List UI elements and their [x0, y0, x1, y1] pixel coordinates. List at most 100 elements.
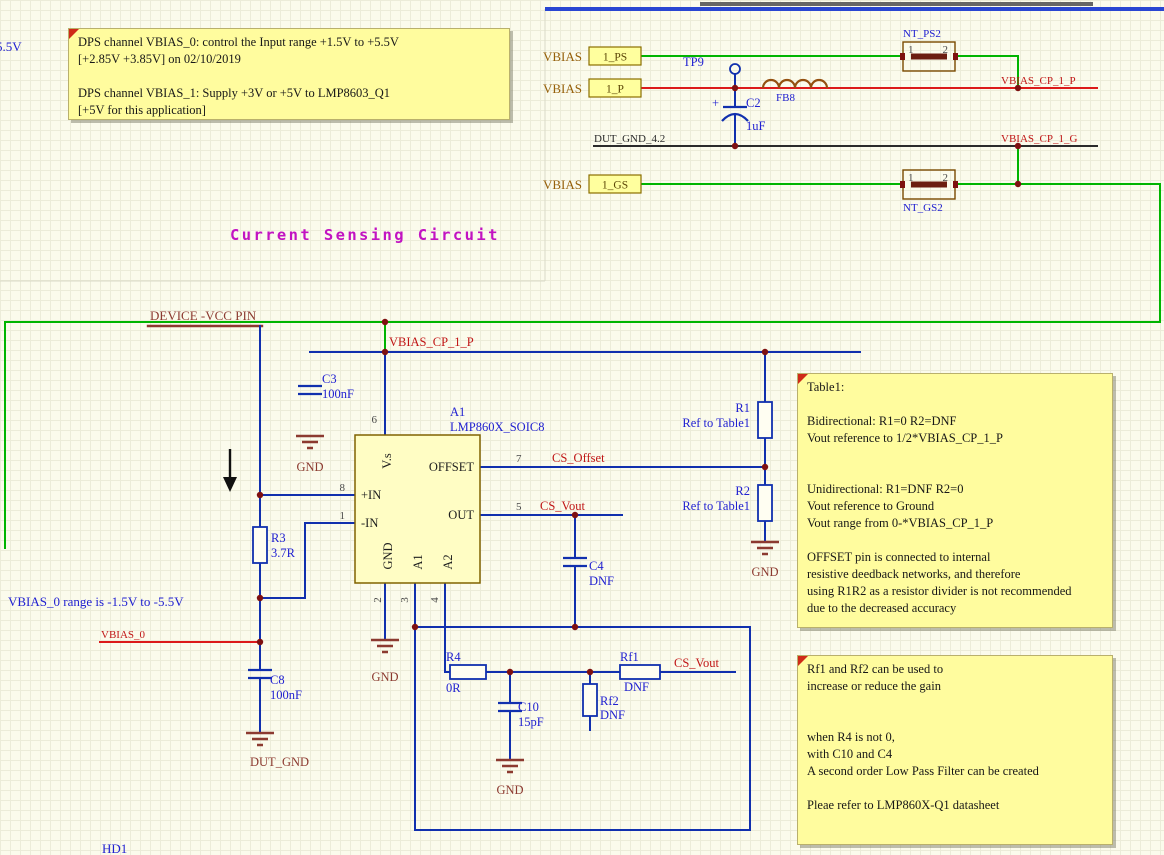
gnd-symbol-r2[interactable]	[751, 540, 779, 556]
port-vbias-1gs[interactable]: VBIAS 1_GS	[543, 174, 642, 194]
c10-plates[interactable]	[498, 701, 522, 713]
tp9-testpoint-circle[interactable]	[729, 63, 741, 75]
nt-ps2-designator[interactable]: NT_PS2	[903, 28, 941, 40]
c10-designator[interactable]: C10	[518, 700, 539, 714]
c10-value[interactable]: 15pF	[518, 715, 544, 729]
junction-dot	[571, 623, 579, 631]
net-label-vbias-cp-1-p[interactable]: VBIAS_CP_1_P	[1001, 75, 1076, 87]
resistor-r1-body[interactable]	[757, 401, 773, 439]
net-tie-nt-gs2[interactable]: 1 2 NT_GS2	[900, 169, 958, 214]
gnd-symbol-c10[interactable]	[496, 758, 524, 774]
junction-dot	[256, 594, 264, 602]
gnd-label-pin2[interactable]: GND	[371, 670, 398, 684]
r3-designator[interactable]: R3	[271, 531, 286, 545]
wire-vbias-1gs-loop[interactable]	[4, 183, 1161, 549]
arrow-head-icon	[223, 477, 237, 492]
ic-part-number[interactable]: LMP860X_SOIC8	[450, 420, 544, 434]
top-bus-lines	[545, 2, 1164, 11]
c2-value[interactable]: 1uF	[746, 119, 766, 133]
dut-gnd-label[interactable]: DUT_GND	[250, 755, 309, 769]
c8-plates[interactable]	[248, 668, 272, 680]
nt-ps2-pin2: 2	[943, 44, 949, 56]
gnd-symbol-pin2[interactable]	[371, 638, 399, 654]
rf1-value[interactable]: DNF	[624, 680, 649, 694]
net-label-cs-vout[interactable]: CS_Vout	[540, 499, 585, 513]
ic-pin-num-8: 8	[340, 482, 346, 494]
net-label-cs-vout-feedback[interactable]: CS_Vout	[674, 656, 719, 670]
capacitor-plates	[248, 105, 749, 713]
nt-gs2-pin2: 2	[943, 172, 949, 184]
resistor-rf2-body[interactable]	[582, 683, 598, 717]
port-vbias-1ps[interactable]: VBIAS 1_PS	[543, 46, 642, 66]
port-box[interactable]	[588, 174, 642, 194]
r4-value[interactable]: 0R	[446, 681, 461, 695]
r1-designator[interactable]: R1	[735, 401, 750, 415]
junction-dot	[1014, 84, 1022, 92]
r2-designator[interactable]: R2	[735, 484, 750, 498]
net-label-vbias-0[interactable]: VBIAS_0	[101, 629, 146, 641]
edge-label-hd1[interactable]: HD1	[102, 841, 127, 855]
fb8-ferrite-bead[interactable]	[761, 78, 829, 89]
rf1-designator[interactable]: Rf1	[620, 650, 639, 664]
c2-plate-bottom[interactable]	[721, 112, 749, 122]
power-port-device-vcc[interactable]: DEVICE -VCC PIN	[150, 308, 257, 323]
ic-a1-body[interactable]	[354, 434, 481, 584]
net-label-vbias-cp-1-g[interactable]: VBIAS_CP_1_G	[1001, 133, 1077, 145]
r1-value[interactable]: Ref to Table1	[682, 416, 750, 430]
gnd-label-r2[interactable]: GND	[751, 565, 778, 579]
port-box[interactable]	[588, 46, 642, 66]
net-label-vbias-cp-1-p-rail[interactable]: VBIAS_CP_1_P	[389, 335, 474, 349]
c8-value[interactable]: 100nF	[270, 688, 302, 702]
net-label-dut-gnd-4-2[interactable]: DUT_GND_4.2	[594, 133, 665, 145]
resistor-rf1-body[interactable]	[619, 664, 661, 680]
junction-dot	[761, 348, 769, 356]
dut-gnd-symbol-c8[interactable]	[246, 731, 274, 747]
note-table1[interactable]: Table1: Bidirectional: R1=0 R2=DNF Vout …	[797, 373, 1113, 628]
ic-pin-name-offset: OFFSET	[429, 460, 475, 474]
port-vbias-1p[interactable]: VBIAS 1_P	[543, 78, 642, 98]
c2-designator[interactable]: C2	[746, 96, 761, 110]
c4-plates[interactable]	[563, 556, 587, 568]
port-name-label: 1_PS	[603, 52, 627, 64]
junction-dot	[256, 491, 264, 499]
r2-value[interactable]: Ref to Table1	[682, 499, 750, 513]
wire-vbias-1ps-tie[interactable]	[954, 55, 1019, 89]
wire-feedback-loop[interactable]	[414, 582, 751, 831]
c3-plates[interactable]	[298, 384, 322, 396]
vbias0-range-note: VBIAS_0 range is -1.5V to -5.5V	[8, 594, 184, 609]
ic-pin-num-6: 6	[372, 414, 378, 426]
junction-dot	[731, 84, 739, 92]
gnd-label-c10[interactable]: GND	[496, 783, 523, 797]
resistor-r4-body[interactable]	[449, 664, 487, 680]
fb8-designator[interactable]: FB8	[776, 92, 795, 104]
c3-designator[interactable]: C3	[322, 372, 337, 386]
ic-pin-name-in-plus: +IN	[361, 488, 381, 502]
wire-in-minus[interactable]	[259, 522, 356, 599]
r3-value[interactable]: 3.7R	[271, 546, 296, 560]
nt-gs2-designator[interactable]: NT_GS2	[903, 202, 943, 214]
ic-pin-name-in-minus: -IN	[361, 516, 378, 530]
resistor-r2-body[interactable]	[757, 484, 773, 522]
ic-pin-num-3: 3	[399, 597, 411, 603]
ic-pin-name-a1: A1	[411, 554, 425, 569]
port-box[interactable]	[588, 78, 642, 98]
r4-designator[interactable]: R4	[446, 650, 461, 664]
resistor-r3-body[interactable]	[252, 526, 268, 564]
gnd-symbols	[246, 434, 779, 774]
rf2-designator[interactable]: Rf2	[600, 694, 619, 708]
rf2-value[interactable]: DNF	[600, 708, 625, 722]
tp9-designator[interactable]: TP9	[683, 55, 704, 69]
note-gain-filter[interactable]: Rf1 and Rf2 can be used to increase or r…	[797, 655, 1113, 845]
c8-designator[interactable]: C8	[270, 673, 285, 687]
net-tie-nt-ps2[interactable]: 1 2 NT_PS2	[900, 28, 958, 72]
c3-value[interactable]: 100nF	[322, 387, 354, 401]
c4-designator[interactable]: C4	[589, 559, 604, 573]
c4-value[interactable]: DNF	[589, 574, 614, 588]
ic-pin-num-2: 2	[372, 597, 384, 603]
gnd-symbol-c3[interactable]	[296, 434, 324, 450]
note-dps-channels[interactable]: DPS channel VBIAS_0: control the Input r…	[68, 28, 510, 120]
junction-dot	[411, 623, 419, 631]
gnd-label-c3[interactable]: GND	[296, 460, 323, 474]
ic-designator[interactable]: A1	[450, 405, 465, 419]
net-label-cs-offset[interactable]: CS_Offset	[552, 451, 605, 465]
